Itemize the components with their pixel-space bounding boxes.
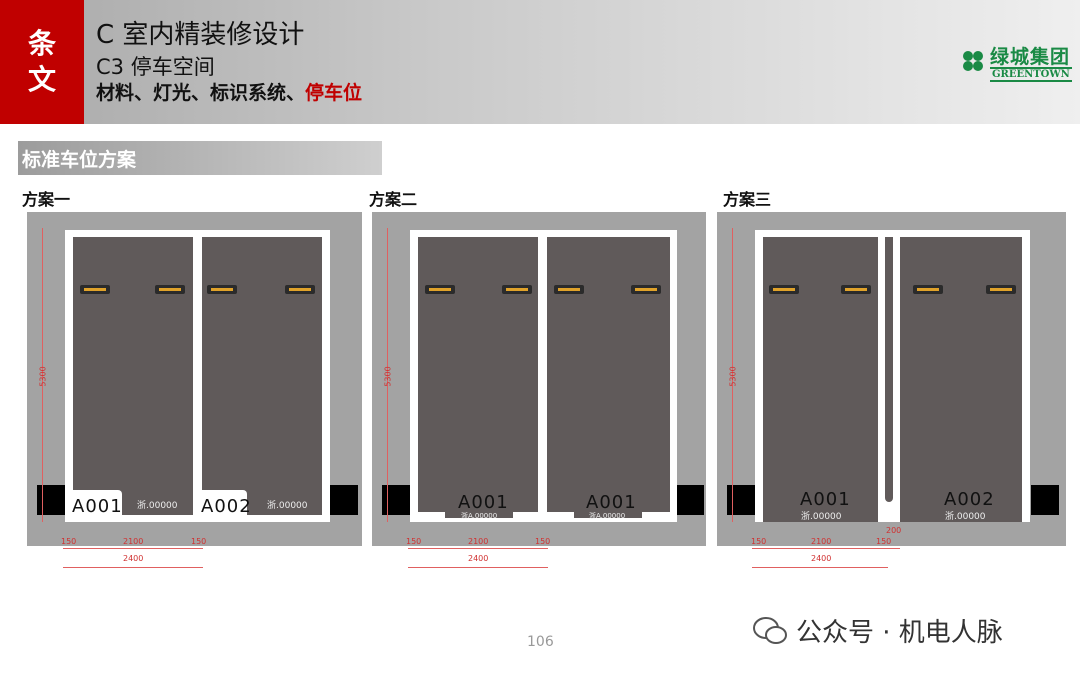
dimension-label: 2400 bbox=[468, 554, 489, 563]
plan-3-drawing: A001 A002 浙.00000 浙.00000 5300 bbox=[717, 212, 1066, 546]
parking-stall bbox=[900, 237, 1022, 522]
height-dimension: 5300 bbox=[38, 366, 48, 387]
pillar bbox=[37, 485, 65, 515]
dimension-label: 150 bbox=[535, 537, 551, 546]
parking-stall bbox=[763, 237, 878, 522]
stall-number: A001 bbox=[586, 492, 637, 513]
plan-1-drawing: A001 A002 浙.00000 浙.00000 5300 bbox=[27, 212, 362, 546]
parking-stall bbox=[418, 237, 538, 512]
stall-number: A001 bbox=[458, 492, 509, 513]
wheel-stop bbox=[155, 285, 185, 294]
greentown-logo: 绿城集团 GREENTOWN bbox=[940, 40, 1072, 84]
wheel-stop bbox=[502, 285, 532, 294]
stall-number: A002 bbox=[201, 496, 252, 517]
wheel-stop bbox=[841, 285, 871, 294]
dimension-label: 150 bbox=[751, 537, 767, 546]
pillar bbox=[1031, 485, 1059, 515]
dimension-label: 2400 bbox=[123, 554, 144, 563]
plate-number: 浙.00000 bbox=[267, 501, 308, 511]
pillar bbox=[330, 485, 358, 515]
wheel-stop bbox=[425, 285, 455, 294]
wheel-stop bbox=[80, 285, 110, 294]
dimension-line bbox=[42, 228, 43, 522]
badge-char: 文 bbox=[27, 63, 56, 96]
dimension-label: 200 bbox=[886, 526, 902, 535]
height-dimension: 5300 bbox=[383, 366, 393, 387]
logo-en: GREENTOWN bbox=[990, 67, 1072, 82]
dimension-label: 2400 bbox=[811, 554, 832, 563]
label-area bbox=[68, 490, 122, 520]
section-title: 标准车位方案 bbox=[18, 141, 382, 175]
plan-title: 方案一 bbox=[22, 190, 71, 209]
breadcrumb-text: 材料、灯光、标识系统、 bbox=[96, 82, 306, 104]
dimension-line bbox=[732, 228, 733, 522]
parking-stall bbox=[202, 237, 322, 515]
wheel-stop bbox=[207, 285, 237, 294]
dimension-label: 150 bbox=[876, 537, 892, 546]
wheel-stop bbox=[285, 285, 315, 294]
stall-number: A001 bbox=[800, 489, 851, 510]
parking-stall bbox=[73, 237, 193, 515]
plan-title: 方案二 bbox=[369, 190, 418, 209]
plate-area bbox=[574, 510, 642, 518]
plate-number: 浙A.00000 bbox=[589, 512, 626, 520]
plan-title: 方案三 bbox=[723, 190, 772, 209]
category-badge: 条 文 bbox=[0, 0, 84, 124]
wheel-stop bbox=[554, 285, 584, 294]
height-dimension: 5300 bbox=[728, 366, 738, 387]
plate-number: 浙.00000 bbox=[945, 512, 986, 522]
dimension-label: 150 bbox=[191, 537, 207, 546]
dimension-label: 150 bbox=[61, 537, 77, 546]
stall-number: A001 bbox=[72, 496, 123, 517]
badge-char: 条 bbox=[27, 27, 56, 60]
logo-icon bbox=[944, 44, 983, 80]
plan-2-drawing: A001 A001 浙A.00000 浙A.00000 5300 bbox=[372, 212, 706, 546]
wheel-stop bbox=[769, 285, 799, 294]
plate-number: 浙.00000 bbox=[801, 512, 842, 522]
pillar bbox=[382, 485, 410, 515]
slide-subtitle: C3 停车空间 bbox=[96, 55, 215, 79]
stall-number: A002 bbox=[944, 489, 995, 510]
dimension-line bbox=[387, 228, 388, 522]
wheel-stop bbox=[986, 285, 1016, 294]
plate-area bbox=[445, 510, 513, 518]
dimension-label: 150 bbox=[406, 537, 422, 546]
breadcrumb-current: 停车位 bbox=[305, 82, 363, 104]
slide-title: C 室内精装修设计 bbox=[96, 20, 305, 50]
dimension-line bbox=[63, 567, 203, 568]
plate-number: 浙.00000 bbox=[137, 501, 178, 511]
plate-number: 浙A.00000 bbox=[461, 512, 498, 520]
pillar bbox=[727, 485, 755, 515]
dimension-line bbox=[63, 548, 203, 549]
logo-cn: 绿城集团 bbox=[990, 46, 1071, 68]
dimension-line bbox=[752, 567, 888, 568]
dimension-label: 2100 bbox=[468, 537, 489, 546]
pillar bbox=[676, 485, 704, 515]
wechat-icon bbox=[753, 616, 787, 644]
dimension-line bbox=[752, 548, 900, 549]
u-divider-gap bbox=[885, 237, 893, 502]
wheel-stop bbox=[913, 285, 943, 294]
dimension-line bbox=[408, 548, 548, 549]
breadcrumb: 材料、灯光、标识系统、停车位 bbox=[96, 78, 362, 105]
label-area bbox=[197, 490, 247, 520]
dimension-line bbox=[408, 567, 548, 568]
slide-header: 条 文 C 室内精装修设计 C3 停车空间 材料、灯光、标识系统、停车位 绿城集… bbox=[0, 0, 1080, 124]
page-number: 106 bbox=[527, 634, 554, 650]
parking-stall bbox=[547, 237, 670, 512]
watermark-text: 公众号 · 机电人脉 bbox=[796, 618, 1003, 648]
dimension-label: 2100 bbox=[811, 537, 832, 546]
watermark: 公众号 · 机电人脉 bbox=[752, 612, 1003, 649]
wheel-stop bbox=[631, 285, 661, 294]
dimension-label: 2100 bbox=[123, 537, 144, 546]
